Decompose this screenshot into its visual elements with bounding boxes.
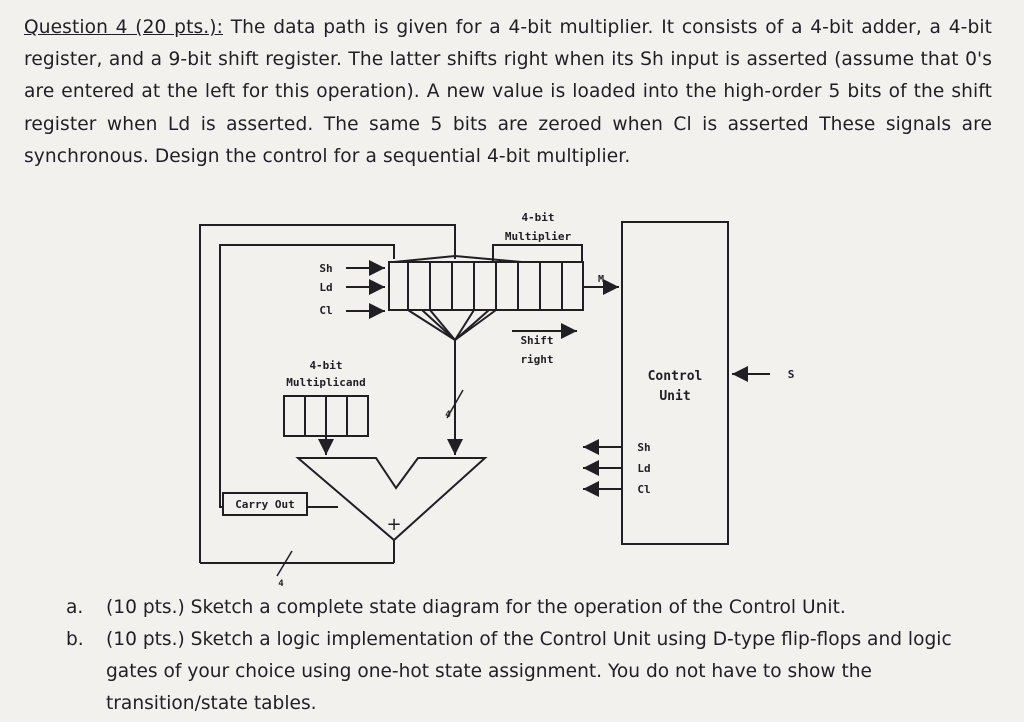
control-unit-label-line1: Control: [648, 369, 703, 384]
shift-label: Shift: [520, 334, 553, 347]
s-input-label: S: [788, 368, 795, 381]
part-marker: a.: [66, 597, 84, 618]
ctrl-ld-label: Ld: [637, 462, 650, 475]
ctrl-sh-label: Sh: [637, 441, 650, 454]
part-text: (10 pts.) Sketch a logic implementation …: [106, 629, 952, 714]
bus-width-bottom: 4: [278, 579, 284, 589]
multiplicand-label-line2: Multiplicand: [286, 376, 365, 389]
question-parts: a. (10 pts.) Sketch a complete state dia…: [66, 592, 996, 720]
part-text: (10 pts.) Sketch a complete state diagra…: [106, 597, 846, 618]
m-label: M: [598, 274, 604, 285]
bus-width-right: 4: [445, 410, 451, 420]
adder-plus-symbol: +: [386, 514, 401, 535]
multiplier-label-line2: Multiplier: [505, 230, 572, 243]
cl-label: Cl: [319, 304, 332, 317]
multiplier-bracket: [492, 244, 583, 262]
question-paragraph: Question 4 (20 pts.): The data path is g…: [24, 12, 992, 173]
part-a: a. (10 pts.) Sketch a complete state dia…: [66, 592, 996, 624]
load-fan-in: [393, 254, 523, 263]
question-text: The data path is given for a 4-bit multi…: [24, 17, 993, 167]
multiplicand-label-line1: 4-bit: [309, 359, 342, 372]
part-marker: b.: [66, 629, 84, 650]
part-b: b. (10 pts.) Sketch a logic implementati…: [66, 624, 996, 720]
control-unit: [621, 221, 729, 545]
carry-out-label: Carry Out: [235, 498, 295, 511]
right-label: right: [520, 353, 553, 366]
control-unit-label-line2: Unit: [659, 389, 690, 404]
carry-out-box: [222, 492, 308, 516]
shift-register: [388, 261, 584, 311]
feedback-loop-outer: [199, 224, 456, 563]
ld-label: Ld: [319, 281, 332, 294]
multiplier-label-line1: 4-bit: [521, 211, 554, 224]
question-heading: Question 4 (20 pts.):: [24, 17, 223, 38]
sh-label: Sh: [319, 262, 332, 275]
ctrl-cl-label: Cl: [637, 483, 650, 496]
